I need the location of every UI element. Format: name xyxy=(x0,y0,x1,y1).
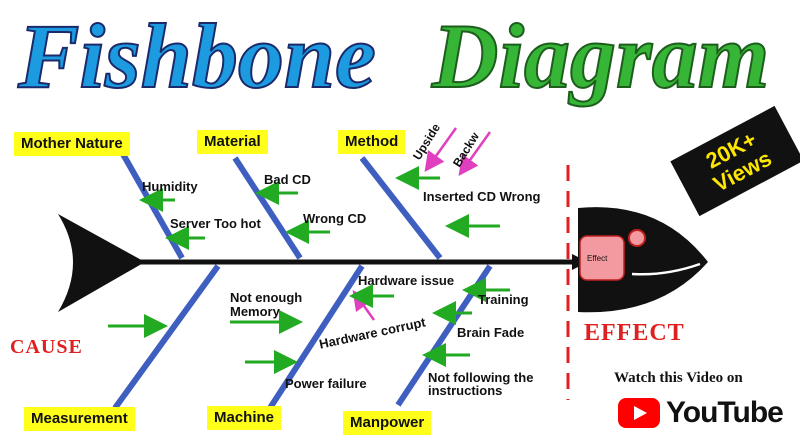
bone-measurement xyxy=(112,264,221,410)
cause-label: CAUSE xyxy=(10,336,83,358)
category-machine: Machine xyxy=(207,406,282,430)
cause-not-enough-memory-line1: Not enough xyxy=(230,290,303,305)
title-fishbone: Fishbone xyxy=(17,5,377,107)
cause-bad-cd: Bad CD xyxy=(264,172,311,187)
title-diagram: Diagram xyxy=(431,5,770,107)
effect-box-label: Effect xyxy=(587,254,608,263)
cause-not-following-line2: instructions xyxy=(428,383,503,398)
cause-humidity: Humidity xyxy=(142,179,198,194)
cause-power-failure: Power failure xyxy=(285,376,367,391)
cause-hardware-issue: Hardware issue xyxy=(358,273,455,288)
cause-brain-fade: Brain Fade xyxy=(457,325,525,340)
category-method: Method xyxy=(338,130,406,154)
effect-label: EFFECT xyxy=(584,320,685,346)
fish-tail xyxy=(58,214,145,312)
category-manpower: Manpower xyxy=(343,411,432,435)
cause-not-enough-memory-line2: Memory xyxy=(230,304,280,319)
cause-not-following-line1: Not following the xyxy=(428,370,534,385)
category-mother-nature: Mother Nature xyxy=(14,132,130,156)
cause-wrong-cd: Wrong CD xyxy=(303,211,367,226)
cause-training: Training xyxy=(478,292,529,307)
watch-video-text: Watch this Video on xyxy=(614,370,743,386)
category-material: Material xyxy=(197,130,268,154)
fish-eye xyxy=(628,229,646,247)
youtube-play-icon[interactable] xyxy=(618,398,660,428)
bone-method xyxy=(359,156,443,260)
cause-server-too-hot: Server Too hot xyxy=(170,216,261,231)
cause-inserted-cd-wrong: Inserted CD Wrong xyxy=(423,189,541,204)
fish-mouth xyxy=(631,262,701,276)
category-measurement: Measurement xyxy=(24,407,135,431)
fish-head xyxy=(578,207,708,313)
bone-machine xyxy=(267,264,365,410)
arrow-upside xyxy=(424,127,458,173)
arrow-backw xyxy=(458,131,492,177)
youtube-wordmark[interactable]: YouTube xyxy=(666,396,784,429)
effect-box xyxy=(579,235,625,281)
